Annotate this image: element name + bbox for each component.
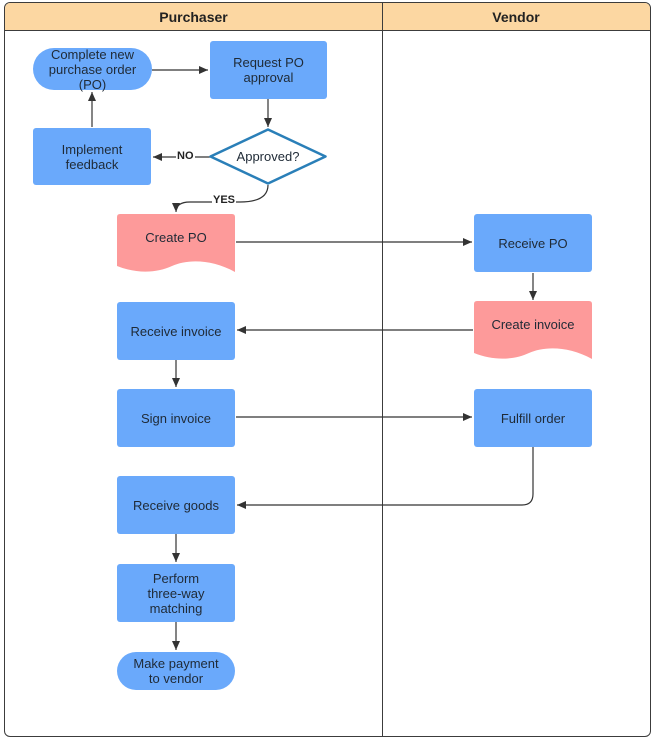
node-make-payment-label: Make payment to vendor [133,656,219,686]
node-complete-po[interactable]: Complete new purchase order (PO) [33,46,152,92]
decision-diamond [209,128,327,185]
node-receive-invoice-label: Receive invoice [130,323,222,339]
node-implement-feedback[interactable]: Implement feedback [33,128,151,185]
node-sign-invoice-label: Sign invoice [140,410,212,426]
edge-fulfill-to-goods [237,447,534,509]
lane-title-purchaser: Purchaser [159,8,228,25]
swimlane-diagram: Purchaser Vendor [4,2,651,737]
node-three-way-matching-label: Perform three-way matching [147,570,205,616]
node-implement-feedback-label: Implement feedback [61,141,123,172]
document-shape [474,301,592,359]
node-receive-goods[interactable]: Receive goods [117,476,235,534]
node-approved-label: Approved? [236,149,300,164]
lane-header-vendor: Vendor [382,3,650,31]
node-create-po-document[interactable]: Create PO [117,214,235,274]
node-approved-decision[interactable]: Approved? [209,128,327,185]
node-create-invoice-label: Create invoice [491,316,575,332]
node-request-approval[interactable]: Request PO approval [210,41,327,99]
node-receive-invoice[interactable]: Receive invoice [117,302,235,360]
lane-divider [382,3,383,736]
edge-label-no: NO [176,150,195,162]
node-receive-po-label: Receive PO [498,235,568,251]
lane-title-vendor: Vendor [492,8,540,25]
node-complete-po-label: Complete new purchase order (PO) [48,46,137,92]
node-make-payment[interactable]: Make payment to vendor [117,652,235,690]
node-three-way-matching[interactable]: Perform three-way matching [117,564,235,622]
node-fulfill-order[interactable]: Fulfill order [474,389,592,447]
node-request-approval-label: Request PO approval [233,55,304,85]
lane-header-purchaser: Purchaser [5,3,382,31]
node-create-invoice-document[interactable]: Create invoice [474,301,592,361]
node-sign-invoice[interactable]: Sign invoice [117,389,235,447]
node-receive-goods-label: Receive goods [133,497,219,513]
edge-label-yes: YES [212,194,237,206]
node-fulfill-order-label: Fulfill order [500,410,566,426]
node-create-po-label: Create PO [145,229,207,245]
document-shape [117,214,235,272]
node-receive-po[interactable]: Receive PO [474,214,592,272]
